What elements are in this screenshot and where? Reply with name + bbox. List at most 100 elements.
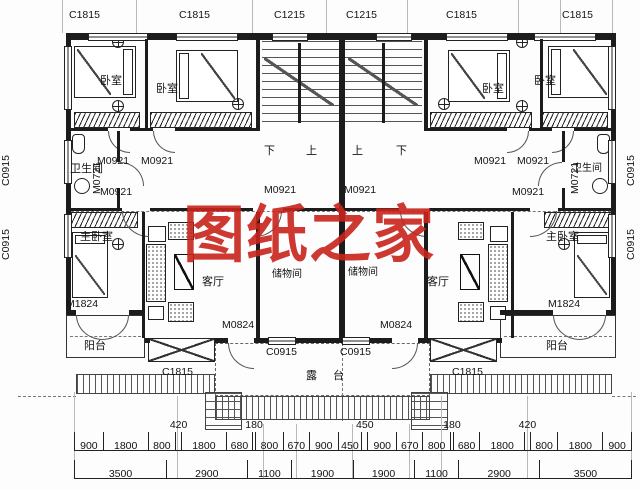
dimension-value: 800: [260, 439, 279, 452]
grid-line: [326, 0, 327, 33]
armchair: [458, 222, 484, 240]
bed-pillow: [75, 235, 105, 244]
dimension-cell: 3500: [538, 460, 631, 480]
window-c1815: [534, 33, 596, 41]
door-label-m0921: M0921: [474, 155, 507, 167]
dimension-cell: 2900: [166, 460, 246, 479]
wall: [562, 131, 565, 162]
dimension-value: 1800: [192, 439, 216, 452]
window-label-c1815: C1815: [179, 9, 210, 21]
door-arc: [507, 131, 529, 153]
window-label-c1815: C1815: [446, 9, 477, 21]
wall: [66, 310, 76, 315]
wall: [150, 208, 253, 211]
wall: [308, 33, 376, 40]
room-label-master-bedroom: 主卧室: [80, 231, 113, 243]
dimension-cell: 450: [337, 432, 362, 451]
stair-rail: [382, 43, 385, 123]
room-label-terrace: 露台: [306, 370, 360, 382]
boundary-dash: [612, 396, 636, 397]
axis-dashed-line: [342, 343, 343, 421]
dimension-value: 680: [457, 439, 476, 452]
dimension-value: 900: [608, 439, 626, 452]
fan-symbol: [112, 238, 124, 250]
dimension-cell: 180: [443, 420, 461, 450]
wall: [238, 33, 272, 40]
room-label-living-room: 客厅: [202, 276, 224, 288]
door-label-m0824: M0824: [380, 319, 413, 331]
window-c1815-french: [430, 338, 497, 362]
bed-blanket: [573, 49, 607, 95]
dimension-value: 1800: [568, 439, 592, 452]
grid-line: [136, 0, 137, 33]
door-label-m0921: M0921: [141, 155, 174, 167]
entry-steps: [205, 392, 242, 430]
window-label-c0915: C0915: [266, 346, 297, 358]
bed-blanket: [75, 255, 105, 295]
dimension-cell: 800: [529, 432, 558, 451]
dimension-cell: 1900: [291, 460, 352, 479]
grid-line: [407, 0, 408, 33]
washbasin: [592, 178, 608, 194]
dimension-cell: 2900: [458, 460, 538, 479]
room-label-bedroom: 卧室: [100, 75, 122, 87]
window-label-c0915: C0915: [340, 346, 371, 358]
bed-pillow: [497, 53, 507, 99]
wall: [129, 310, 145, 315]
wall: [66, 128, 108, 131]
room-label-storage: 储物间: [348, 267, 378, 278]
wall: [429, 208, 530, 211]
wall: [418, 338, 430, 343]
dimension-cell: 1800: [479, 432, 524, 451]
window-c1815-french: [148, 338, 215, 362]
door-label-m0921: M0921: [264, 184, 297, 196]
stair-rail: [298, 43, 301, 123]
wall: [412, 33, 446, 40]
dimension-cell: 1100: [413, 460, 459, 479]
window-label-c0915: C0915: [625, 155, 637, 186]
room-label-balcony: 阳台: [546, 340, 568, 352]
wall: [370, 338, 392, 343]
dimension-cell: 1800: [557, 432, 602, 452]
wardrobe-hatch: [150, 112, 252, 128]
boundary-dash: [18, 396, 76, 397]
dimension-value: 420: [518, 419, 537, 431]
dimension-value: 3500: [573, 467, 598, 480]
grid-line: [296, 424, 297, 478]
dimension-value: 900: [80, 439, 98, 452]
window-c0915: [64, 214, 72, 258]
balcony-dash: [504, 336, 612, 337]
wall: [558, 208, 616, 211]
window-label-c0915: C0915: [0, 229, 12, 260]
door-label-m0824: M0824: [222, 319, 255, 331]
bed: [74, 46, 136, 98]
wall: [66, 208, 122, 211]
dimension-value: 450: [356, 419, 374, 431]
window-c0915: [342, 337, 370, 345]
room-label-bedroom: 卧室: [534, 75, 556, 87]
side-window: [608, 46, 616, 110]
door-label-m0721: M0721: [91, 161, 103, 194]
wall: [215, 338, 228, 343]
wall: [562, 188, 565, 210]
wall: [511, 212, 514, 338]
window-c1215: [376, 33, 412, 41]
bed-pillow: [179, 53, 189, 99]
window-label-c1815: C1815: [562, 9, 593, 21]
dimension-value: 420: [169, 419, 188, 431]
wall: [508, 33, 534, 40]
wall: [66, 33, 88, 40]
stair-label-up: 上: [306, 145, 317, 157]
door-label-m0921: M0921: [97, 155, 130, 167]
wall: [500, 310, 553, 315]
grid-line: [252, 0, 253, 33]
stair-label-down: 下: [264, 145, 275, 157]
window-c0915: [64, 140, 72, 184]
bed-blanket: [77, 49, 111, 95]
bed: [574, 232, 610, 298]
wall: [130, 128, 153, 131]
dimension-value: 900: [373, 439, 392, 452]
dimension-cell: 1800: [180, 432, 226, 452]
